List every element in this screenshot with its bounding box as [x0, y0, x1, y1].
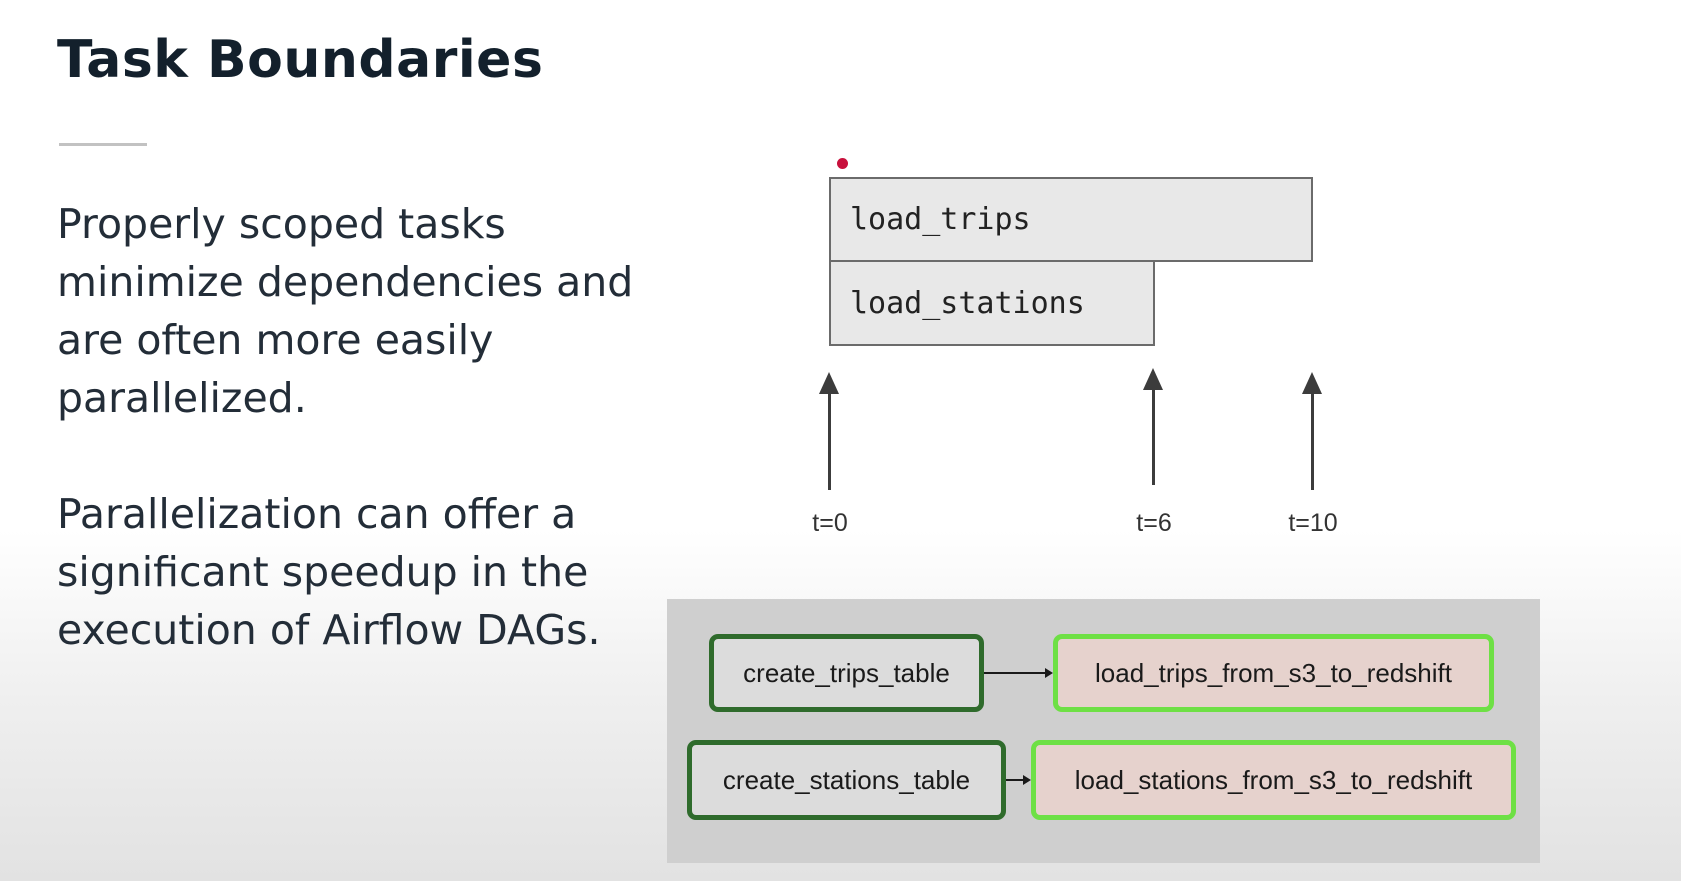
dag-node-create-trips-table[interactable]: create_trips_table	[709, 634, 984, 712]
paragraph-parallelization: Parallelization can offer a significant …	[57, 490, 601, 654]
dag-edge-trips	[984, 668, 1053, 678]
gantt-bar-label: load_trips	[850, 202, 1031, 237]
up-arrow-t6	[1143, 368, 1163, 485]
gantt-bar-label: load_stations	[850, 285, 1085, 321]
body-text: Properly scoped tasks minimize dependenc…	[57, 195, 657, 659]
slide-title: Task Boundaries	[57, 30, 544, 90]
dag-node-load-stations[interactable]: load_stations_from_s3_to_redshift	[1031, 740, 1516, 820]
gantt-bar-load-trips: load_trips	[829, 177, 1313, 262]
dag-node-create-stations-table[interactable]: create_stations_table	[687, 740, 1006, 820]
gantt-bar-load-stations: load_stations	[829, 260, 1155, 346]
up-arrow-t0	[819, 372, 839, 490]
up-arrow-t10	[1302, 372, 1322, 490]
dag-node-load-trips[interactable]: load_trips_from_s3_to_redshift	[1053, 634, 1494, 712]
pointer-dot	[837, 158, 848, 169]
paragraph-scoped-tasks: Properly scoped tasks minimize dependenc…	[57, 200, 634, 422]
time-label-t6: t=6	[1136, 509, 1172, 537]
dag-edge-stations	[1006, 775, 1031, 785]
dag-graph-panel: create_trips_table load_trips_from_s3_to…	[667, 599, 1540, 863]
title-underline	[59, 143, 147, 146]
time-label-t10: t=10	[1288, 509, 1338, 537]
time-label-t0: t=0	[812, 509, 848, 537]
